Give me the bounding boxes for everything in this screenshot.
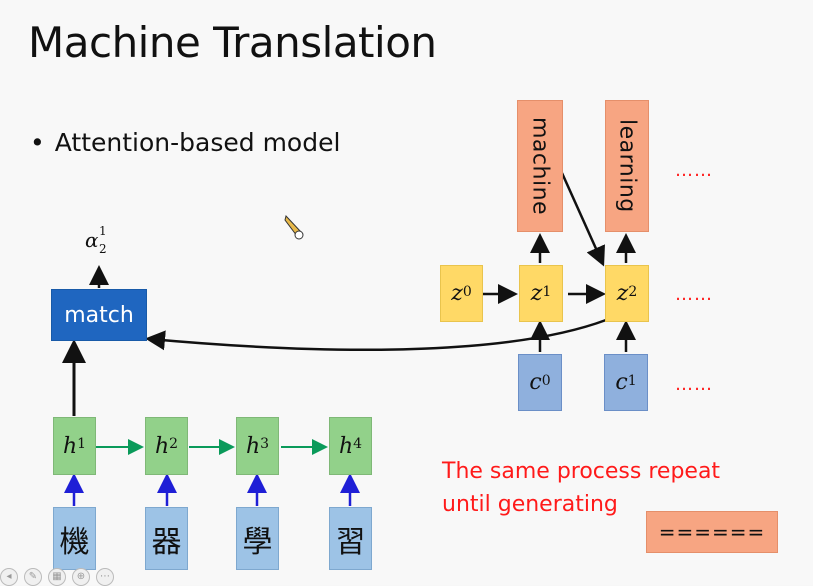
slide-toolbar: ◂ ✎ ▦ ⊕ ⋯ — [0, 568, 114, 586]
bullet-text: Attention-based model — [54, 128, 341, 157]
hidden-state-3-sym: h — [245, 433, 261, 459]
match-box: match — [51, 289, 147, 341]
decoder-state-1-sup: 1 — [542, 283, 552, 300]
hidden-state-1-sup: 1 — [77, 436, 87, 452]
repeat-note-line-2: until generating — [442, 492, 618, 517]
prev-slide-icon[interactable]: ◂ — [0, 568, 18, 586]
hidden-state-4-sym: h — [338, 433, 354, 459]
output-word-2: learning — [605, 100, 649, 232]
more-icon[interactable]: ⋯ — [96, 568, 114, 586]
repeat-note-line-1: The same process repeat — [442, 459, 721, 484]
repeat-note: The same process repeat until generating — [442, 455, 720, 521]
decoder-state-2-sup: 2 — [628, 283, 638, 300]
output-word-1-text: machine — [527, 116, 553, 216]
context-vector-0-sup: 0 — [541, 372, 551, 389]
input-char-2: 器 — [145, 507, 188, 570]
input-char-4: 習 — [329, 507, 372, 570]
hidden-state-3-sup: 3 — [260, 436, 270, 452]
input-char-1: 機 — [53, 507, 96, 570]
attention-weight-label: α 1 2 — [85, 224, 107, 256]
ellipsis-outputs: …… — [675, 160, 713, 181]
ellipsis-contexts: …… — [675, 374, 713, 395]
zoom-icon[interactable]: ⊕ — [72, 568, 90, 586]
context-vector-1-sup: 1 — [627, 372, 637, 389]
context-vector-0-sym: c — [529, 370, 542, 395]
alpha-superscript: 1 — [99, 224, 107, 238]
input-char-3: 學 — [236, 507, 279, 570]
slide-title: Machine Translation — [28, 18, 437, 67]
ellipsis-states: …… — [675, 284, 713, 305]
output-word-1: machine — [517, 100, 563, 232]
machine-to-z2-arrow — [560, 172, 605, 267]
pen-cursor-icon — [284, 214, 304, 240]
decoder-state-2-sym: z — [616, 281, 629, 306]
hidden-state-2-sup: 2 — [169, 436, 179, 452]
alpha-subscript: 2 — [99, 242, 107, 256]
pen-icon[interactable]: ✎ — [24, 568, 42, 586]
decoder-state-0-sup: 0 — [462, 283, 472, 300]
z1-to-match-curve — [145, 318, 607, 352]
end-token-box: ====== — [646, 511, 778, 553]
bullet-item: • Attention-based model — [30, 128, 340, 157]
context-vector-1-sym: c — [615, 370, 628, 395]
output-word-2-text: learning — [614, 119, 640, 213]
decoder-state-0-sym: z — [451, 281, 463, 306]
hidden-state-1-sym: h — [62, 433, 78, 459]
alpha-symbol: α — [85, 228, 99, 252]
bullet-dot: • — [30, 128, 45, 157]
slides-icon[interactable]: ▦ — [48, 568, 66, 586]
decoder-state-1-sym: z — [530, 281, 543, 306]
hidden-state-4-sup: 4 — [353, 436, 363, 452]
hidden-state-2-sym: h — [154, 433, 170, 459]
